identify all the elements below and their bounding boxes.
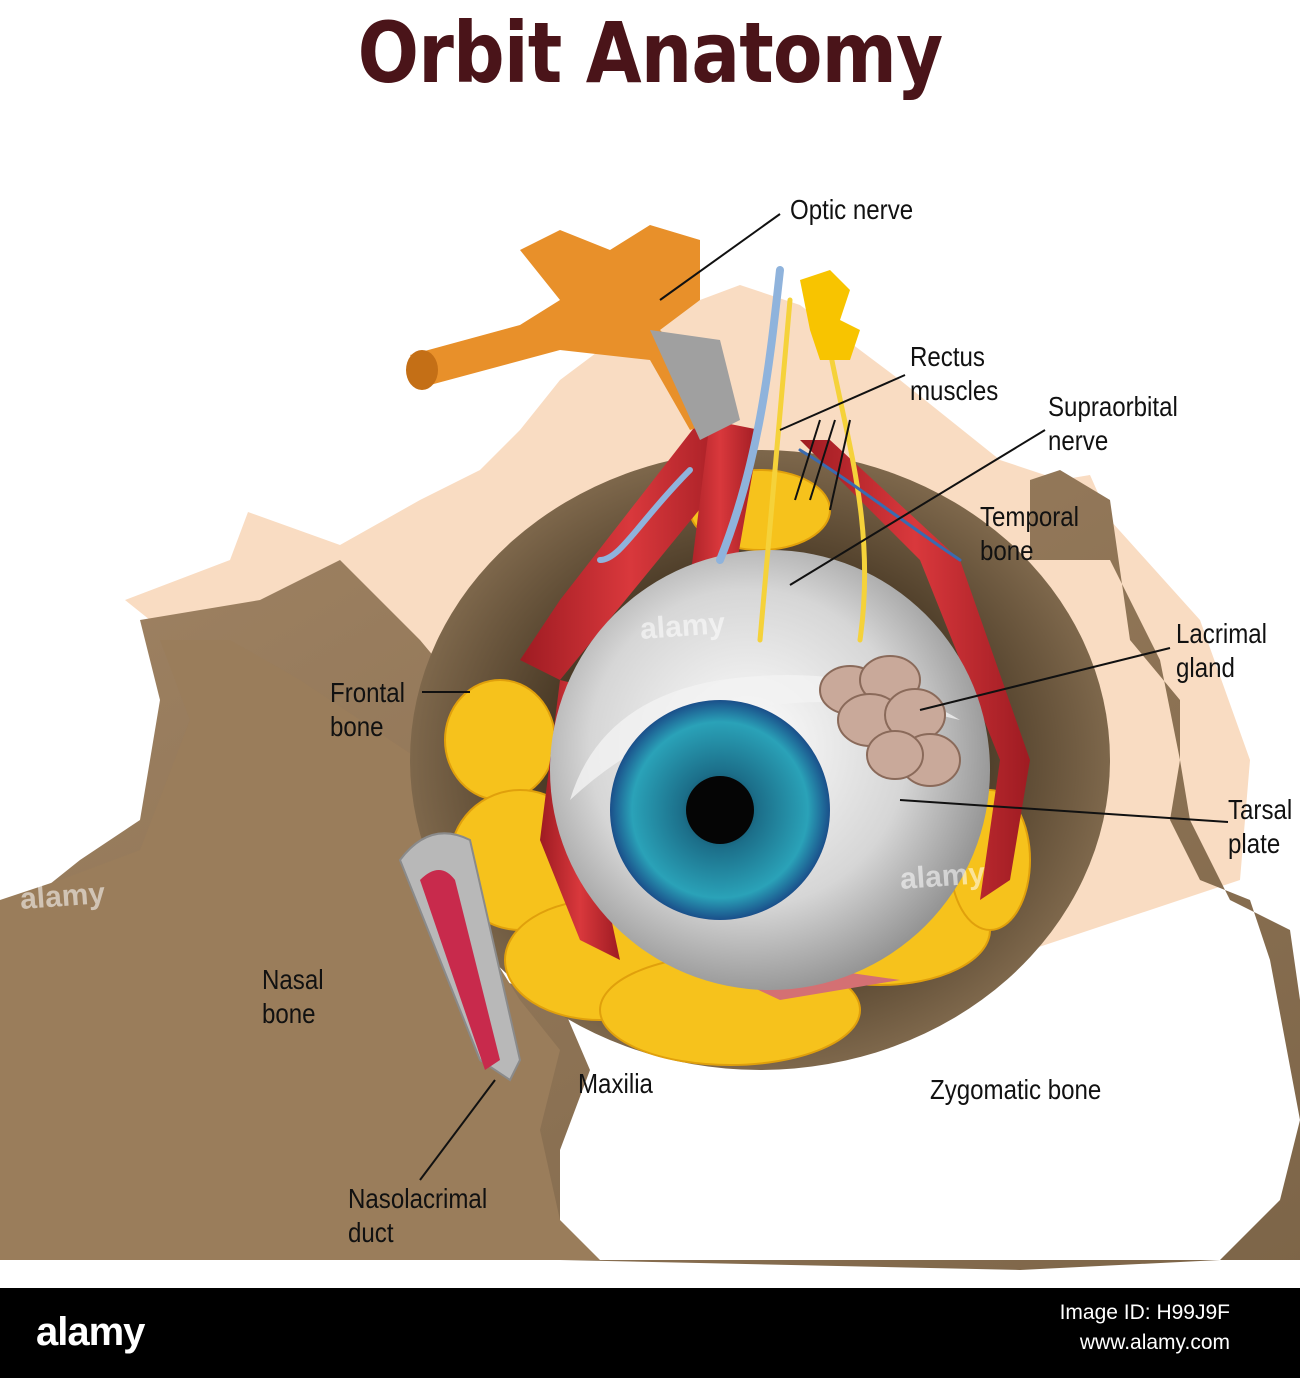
watermark: alamy bbox=[898, 857, 987, 896]
footer-meta: Image ID: H99J9F www.alamy.com bbox=[1060, 1298, 1230, 1358]
image-id: Image ID: H99J9F bbox=[1059, 1301, 1230, 1324]
footer-bar: alamy Image ID: H99J9F www.alamy.com bbox=[0, 1288, 1300, 1378]
watermark: alamy bbox=[18, 877, 107, 916]
nerves-vessels bbox=[597, 266, 962, 643]
page-title: Orbit Anatomy bbox=[357, 4, 943, 102]
label-maxilia: Maxilia bbox=[578, 1068, 653, 1099]
pupil bbox=[686, 776, 754, 844]
optic-nerve-shape bbox=[410, 225, 720, 430]
lacrimal-gland-shape bbox=[819, 655, 961, 787]
label-optic-nerve: Optic nerve bbox=[790, 194, 914, 225]
label-zygomatic-bone: Zygomatic bone bbox=[930, 1074, 1102, 1105]
footer-brand: alamy bbox=[36, 1310, 145, 1354]
leader-lines bbox=[419, 213, 1229, 1181]
nasal-bone-shape bbox=[0, 640, 600, 1260]
watermark: alamy bbox=[638, 607, 727, 646]
orbit-illustration bbox=[0, 213, 1300, 1270]
site-url: www.alamy.com bbox=[1079, 1331, 1230, 1354]
nerve-cluster bbox=[800, 270, 860, 360]
